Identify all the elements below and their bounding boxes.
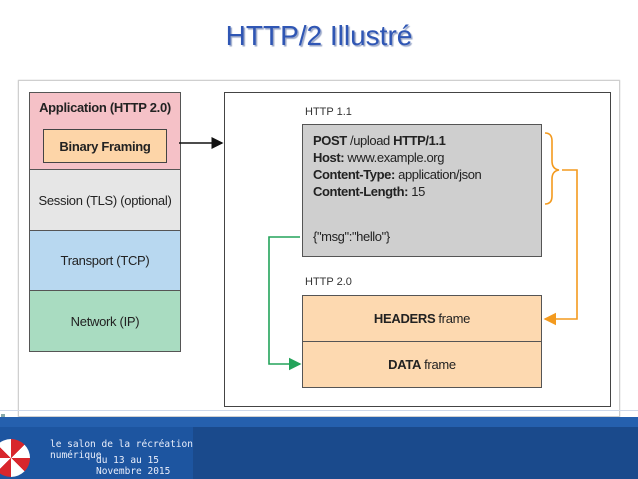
comparison-panel: HTTP 1.1 POST /upload HTTP/1.1 Host: www… — [224, 92, 611, 407]
header-brace — [544, 132, 560, 205]
banner-logo-panel: le salon de la récréation numérique du 1… — [0, 417, 638, 479]
request-path: /upload — [346, 133, 394, 148]
http2-figure: Application (HTTP 2.0) Binary Framing Se… — [18, 80, 620, 417]
http20-label: HTTP 2.0 — [305, 276, 352, 288]
slide-title: HTTP/2 Illustré — [225, 20, 413, 51]
header-host-value: www.example.org — [344, 150, 445, 165]
header-content-length-value: 15 — [408, 184, 425, 199]
protocol-stack: Application (HTTP 2.0) Binary Framing Se… — [29, 92, 181, 352]
header-content-length-key: Content-Length: — [313, 184, 409, 199]
layer-session: Session (TLS) (optional) — [30, 170, 180, 231]
banner-tagline: le salon de la récréation numérique — [50, 439, 193, 461]
header-content-type-key: Content-Type: — [313, 167, 395, 182]
layer-application-label: Application (HTTP 2.0) — [39, 100, 171, 115]
http11-label: HTTP 1.1 — [305, 106, 352, 118]
edge-marker — [1, 414, 5, 419]
event-banner: le salon de la récréation numérique du 1… — [0, 417, 638, 479]
request-line: POST /upload HTTP/1.1 — [313, 132, 541, 149]
layer-transport: Transport (TCP) — [30, 231, 180, 291]
header-host: Host: www.example.org — [313, 149, 541, 166]
layer-network: Network (IP) — [30, 291, 180, 351]
request-body: {"msg":"hello"} — [313, 229, 390, 244]
green-connector — [268, 236, 302, 371]
banner-strip — [0, 417, 638, 427]
header-content-type-value: application/json — [394, 167, 482, 182]
orange-connector — [543, 169, 578, 326]
header-host-key: Host: — [313, 150, 345, 165]
data-frame-key: DATA — [388, 357, 422, 372]
headers-frame-suffix: frame — [438, 311, 471, 326]
request-method: POST — [313, 133, 347, 148]
request-version: HTTP/1.1 — [393, 133, 446, 148]
http11-request: POST /upload HTTP/1.1 Host: www.example.… — [302, 124, 542, 257]
header-content-length: Content-Length: 15 — [313, 183, 541, 200]
header-content-type: Content-Type: application/json — [313, 166, 541, 183]
checkered-ball-icon — [0, 439, 30, 477]
data-frame-suffix: frame — [424, 357, 456, 372]
banner-dates: du 13 au 15 Novembre 2015 — [96, 455, 171, 477]
slide-divider — [0, 410, 638, 411]
headers-frame-key: HEADERS — [373, 311, 436, 326]
connector-overlay — [179, 132, 578, 371]
layer-binary-framing: Binary Framing — [43, 129, 167, 163]
